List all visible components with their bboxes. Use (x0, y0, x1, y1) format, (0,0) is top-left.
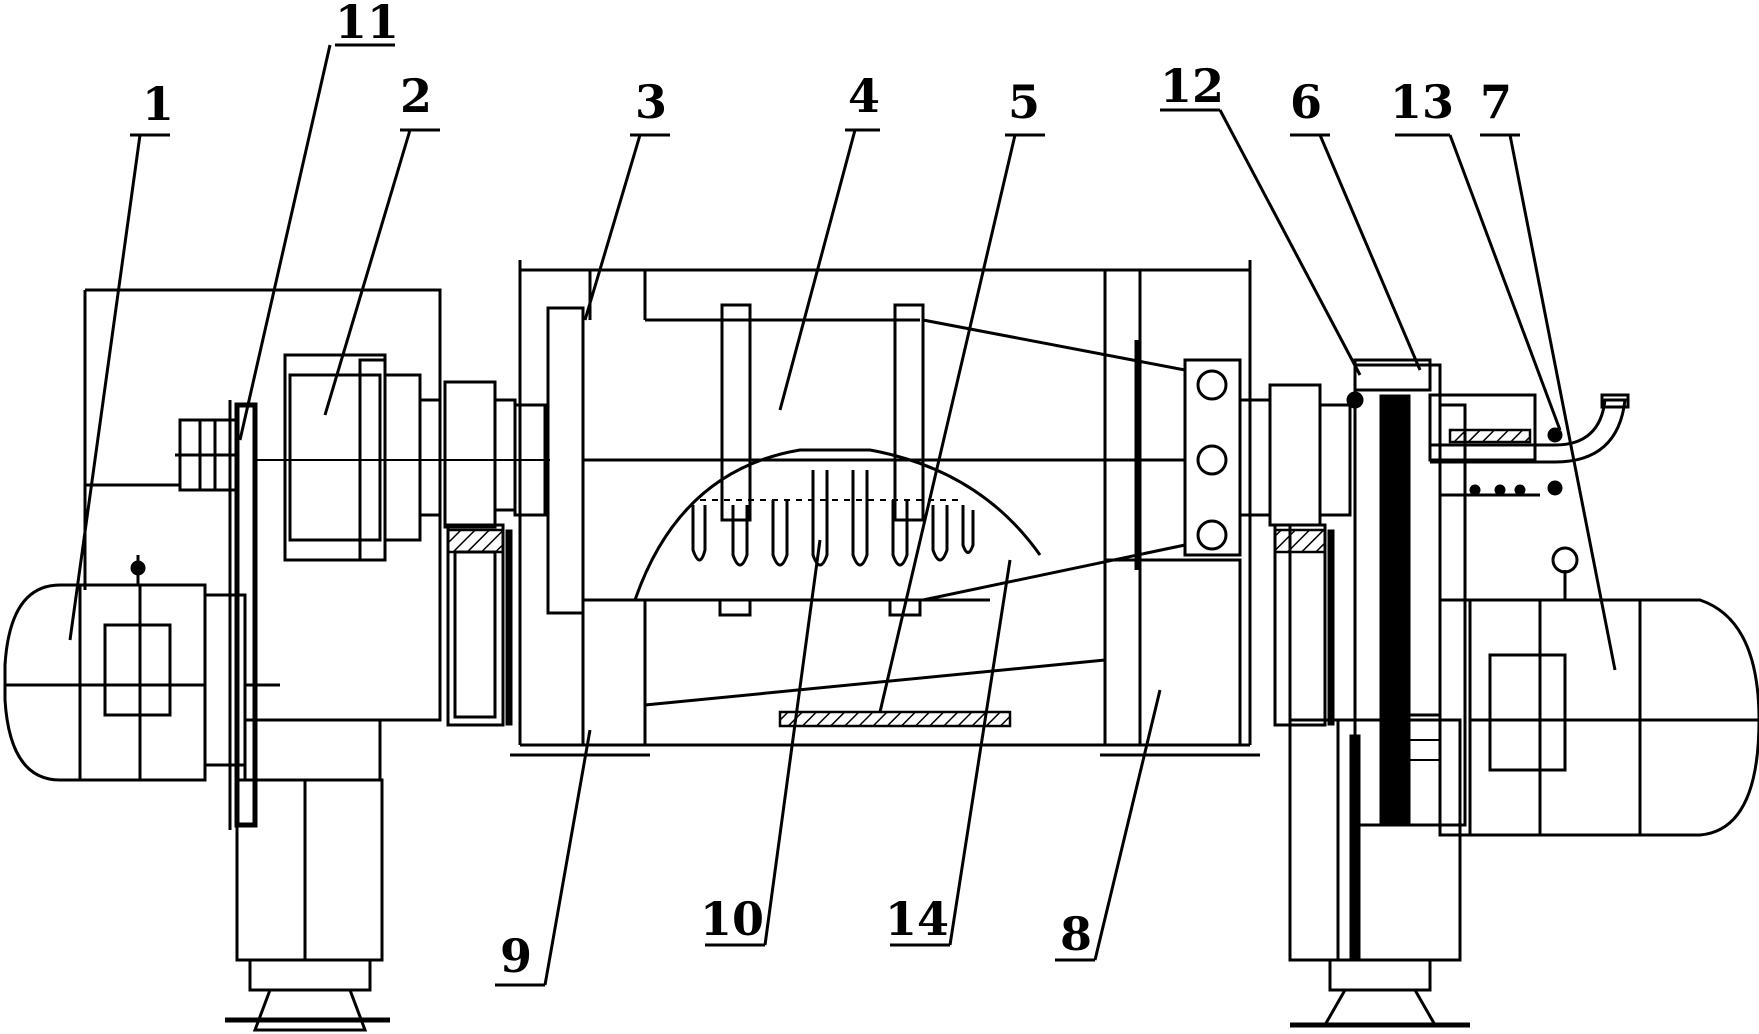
left-belt-drive (175, 400, 258, 830)
callout-1: 1 (68, 77, 174, 641)
casing-drain (644, 658, 1106, 728)
callout-6: 6 (1290, 75, 1422, 371)
callout-14: 14 (885, 559, 1012, 947)
callout-5-label: 5 (1008, 75, 1040, 129)
callout-3: 3 (583, 75, 670, 321)
callout-7: 7 (1480, 75, 1617, 671)
callout-14-label: 14 (885, 892, 949, 946)
callout-10-label: 10 (700, 892, 764, 946)
callout-13: 13 (1390, 75, 1562, 431)
callout-2: 2 (323, 69, 440, 416)
callout-2-label: 2 (400, 69, 432, 123)
screw-conveyor (633, 448, 1042, 601)
differential-gearbox (255, 353, 550, 562)
right-bowl-head (1183, 358, 1272, 557)
right-main-bearing (1268, 383, 1352, 727)
callout-3-label: 3 (635, 75, 667, 129)
callout-1-label: 1 (142, 77, 174, 131)
callout-11: 11 (238, 0, 399, 441)
callout-11-label: 11 (335, 0, 399, 49)
callout-4-label: 4 (848, 69, 880, 123)
callout-9-label: 9 (500, 929, 532, 983)
callout-8-label: 8 (1060, 907, 1092, 961)
callout-4: 4 (778, 69, 880, 411)
callout-12-label: 12 (1160, 59, 1224, 113)
left-main-bearing (443, 380, 547, 727)
bowl (546, 303, 1186, 617)
callout-5: 5 (878, 75, 1045, 713)
solids-outlet (1103, 558, 1242, 747)
callout-13-label: 13 (1390, 75, 1454, 129)
callout-7-label: 7 (1480, 75, 1512, 129)
callout-6-label: 6 (1290, 75, 1322, 129)
left-motor (3, 555, 280, 782)
right-stand (1288, 525, 1470, 1028)
right-belt-drive (1288, 358, 1467, 962)
callout-8: 8 (1055, 689, 1162, 962)
callout-12: 12 (1160, 59, 1362, 376)
liquid-outlet (581, 598, 647, 747)
feed-pipe (1428, 393, 1630, 497)
left-frame (83, 288, 442, 1032)
callout-9: 9 (495, 729, 592, 987)
callout-10: 10 (700, 539, 822, 947)
